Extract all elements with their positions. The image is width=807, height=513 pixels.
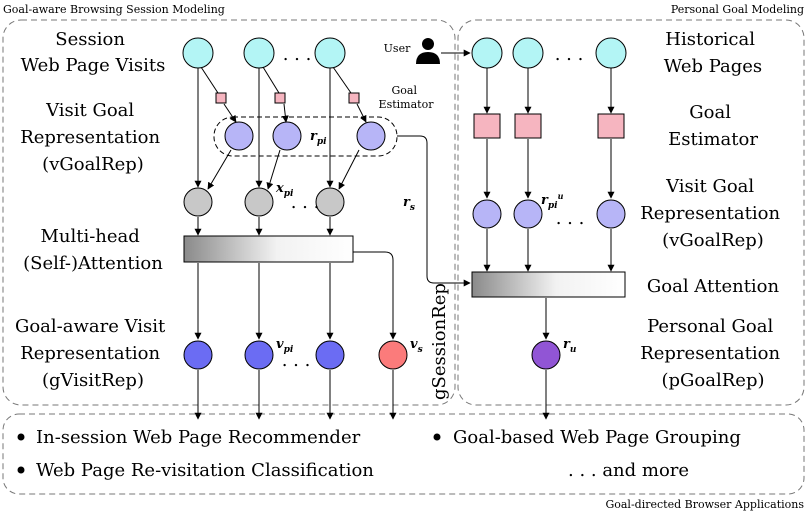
user-label: User [384, 42, 411, 55]
goal-estimator-box-1 [473, 113, 501, 139]
visit-goal-node-3 [356, 121, 386, 151]
app-bullet-3 [17, 466, 25, 474]
right-goal-node-2 [513, 199, 543, 229]
gvisit-node-2 [244, 340, 274, 370]
mha-label: Multi-head (Self-)Attention [23, 226, 163, 274]
gsession-rep-label: gSessionRep [429, 283, 450, 400]
app-item-4: . . . and more [568, 460, 689, 481]
historical-pages-label: Historical Web Pages [664, 29, 762, 77]
x-node-3 [315, 187, 345, 217]
goal-estimator-group [213, 116, 398, 157]
right-visit-goal-rep-label: Visit Goal Representation (vGoalRep) [640, 176, 786, 251]
gvisit-node-3 [315, 340, 345, 370]
user-icon [416, 38, 440, 64]
visit-goal-node-2 [272, 121, 302, 151]
personal-goal-label: Personal Goal Representation (pGoalRep) [640, 316, 786, 391]
goal-estimator-box-3 [597, 113, 625, 139]
historical-node-1 [471, 37, 503, 69]
goal-attention-bar [471, 271, 626, 298]
small-goal-estimator-1 [215, 92, 227, 104]
x-dots: . . . [291, 192, 320, 213]
goal-attention-label: Goal Attention [647, 276, 780, 297]
multi-head-attention-bar [183, 235, 354, 263]
app-item-3: Web Page Re-visitation Classification [36, 460, 374, 481]
app-item-2: Goal-based Web Page Grouping [453, 427, 741, 448]
right-panel-title: Personal Goal Modeling [671, 3, 804, 16]
app-bullet-2 [433, 433, 441, 441]
right-goal-estimator-label: Goal Estimator [668, 102, 758, 150]
x-node-2 [244, 187, 274, 217]
v-p-symbol: vpi [276, 337, 294, 355]
historical-node-2 [512, 37, 544, 69]
gvisit-node-1 [183, 340, 213, 370]
right-goal-node-3 [596, 199, 626, 229]
app-item-1: In-session Web Page Recommender [36, 427, 361, 448]
personal-goal-node [531, 340, 561, 370]
right-arrows [483, 68, 615, 420]
r-u-symbol: ru [563, 337, 577, 355]
bottom-panel-frame [2, 413, 805, 495]
small-goal-estimator-2 [274, 92, 286, 104]
left-panel-title: Goal-aware Browsing Session Modeling [3, 3, 225, 16]
visit-goal-node-1 [224, 121, 254, 151]
session-visit-node-2 [243, 37, 275, 69]
right-goal-node-1 [472, 199, 502, 229]
right-goal-dots: . . . [556, 208, 585, 229]
session-visits-dots: . . . [283, 44, 312, 65]
x-node-1 [183, 187, 213, 217]
historical-dots: . . . [555, 44, 584, 65]
app-bullet-1 [17, 433, 25, 441]
r-s-symbol: rs [403, 195, 415, 213]
visit-goal-rep-label: Visit Goal Representation (vGoalRep) [20, 100, 166, 175]
session-vector-node [378, 340, 408, 370]
gvisit-label: Goal-aware Visit Representation (gVisitR… [15, 316, 171, 391]
r-pu-symbol: rpiu [541, 191, 564, 211]
goal-estimator-box-2 [514, 113, 542, 139]
session-visit-node-3 [314, 37, 346, 69]
gvisit-dots: . . . [282, 350, 311, 371]
session-visit-node-1 [182, 37, 214, 69]
left-goal-estimator-label: Goal Estimator [379, 84, 435, 111]
small-goal-estimator-3 [348, 92, 360, 104]
right-panel-frame [457, 19, 805, 406]
session-visits-label: Session Web Page Visits [21, 29, 166, 76]
v-s-symbol: vs [410, 337, 423, 355]
r-p-symbol: rpi [310, 129, 327, 147]
historical-node-3 [595, 37, 627, 69]
bottom-panel-title: Goal-directed Browser Applications [605, 498, 804, 511]
x-p-symbol: xpi [275, 181, 294, 199]
